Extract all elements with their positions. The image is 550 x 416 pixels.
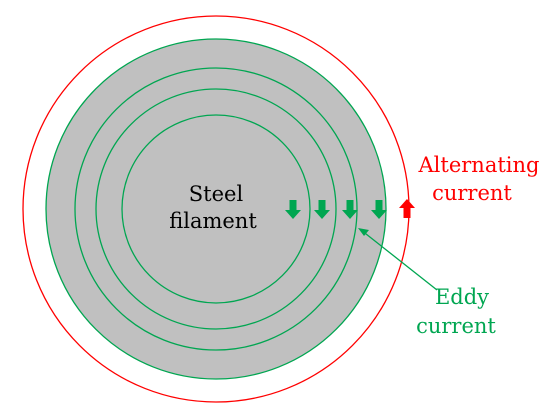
eddy-current-loop-3: [121, 114, 311, 304]
alternating-current-label-line1: Alternating: [418, 153, 540, 177]
arrow-up-icon: [399, 199, 415, 218]
filament-label-line2: filament: [169, 209, 257, 233]
eddy-current-loop-2: [95, 88, 337, 330]
arrow-down-icon: [314, 200, 330, 219]
eddy-current-label-line2: current: [416, 314, 496, 338]
arrow-down-icon: [285, 200, 301, 219]
arrow-down-icon: [342, 200, 358, 219]
alternating-current-label-line2: current: [432, 181, 512, 205]
filament-label-line1: Steel: [189, 182, 244, 206]
arrow-down-icon: [371, 200, 387, 219]
eddy-current-leader-line: [360, 229, 438, 291]
eddy-current-loop-1: [74, 67, 358, 351]
eddy-current-leader-arrowhead: [358, 228, 369, 236]
eddy-current-label-line1: Eddy: [435, 285, 489, 309]
